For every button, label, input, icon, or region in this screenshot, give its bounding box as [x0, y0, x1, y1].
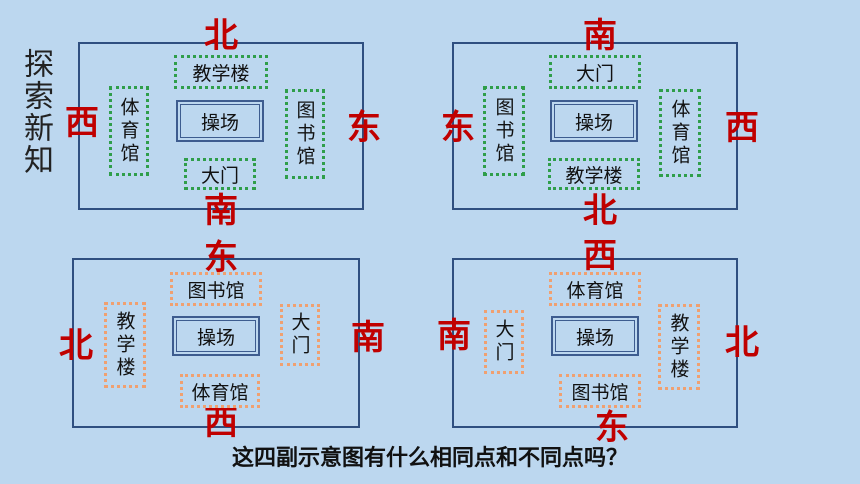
map-3-building-left: 教学楼	[104, 302, 146, 388]
map-2-dir-left: 东	[441, 108, 475, 148]
map-4-building-left: 大门	[484, 310, 524, 374]
map-3-playground: 操场	[172, 316, 260, 356]
map-4-dir-left: 南	[437, 316, 471, 356]
map-2-dir-bottom: 北	[583, 191, 617, 231]
map-2-dir-right: 西	[725, 108, 759, 148]
map-2-dir-top: 南	[583, 16, 617, 56]
map-3-building-bottom: 体育馆	[180, 374, 260, 408]
map-4-dir-bottom: 东	[595, 408, 629, 448]
question-text: 这四副示意图有什么相同点和不同点吗？	[231, 446, 628, 471]
map-4-dir-top: 西	[583, 236, 617, 276]
map-2-building-right: 体育馆	[659, 89, 701, 177]
map-2	[452, 42, 738, 210]
map-4-building-right: 教学楼	[658, 304, 700, 390]
side-title: 探索新知	[18, 48, 53, 176]
map-2-building-bottom: 教学楼	[548, 158, 640, 190]
map-3	[72, 258, 360, 428]
map-3-dir-bottom: 西	[204, 403, 238, 443]
map-3-building-right: 大门	[280, 304, 320, 366]
map-4-dir-right: 北	[725, 323, 759, 363]
map-1-building-bottom: 大门	[184, 158, 256, 190]
map-4-building-top: 体育馆	[549, 272, 641, 306]
map-3-dir-left: 北	[59, 326, 93, 366]
map-1-dir-left: 西	[65, 103, 99, 143]
map-3-dir-top: 东	[204, 238, 238, 278]
map-1-dir-top: 北	[204, 16, 238, 56]
map-2-building-left: 图书馆	[483, 86, 525, 176]
map-1-dir-right: 东	[347, 108, 381, 148]
map-1-building-left: 体育馆	[109, 86, 149, 176]
map-4	[452, 258, 738, 428]
map-1-dir-bottom: 南	[204, 191, 238, 231]
map-1-playground: 操场	[176, 100, 264, 142]
map-4-playground: 操场	[551, 316, 639, 356]
map-4-building-bottom: 图书馆	[559, 374, 641, 408]
map-2-playground: 操场	[550, 100, 638, 142]
map-2-building-top: 大门	[549, 55, 641, 89]
map-1-building-top: 教学楼	[174, 55, 268, 89]
map-1	[78, 42, 364, 210]
map-3-dir-right: 南	[351, 318, 385, 358]
map-3-building-top: 图书馆	[170, 272, 262, 306]
map-1-building-right: 图书馆	[285, 89, 325, 179]
